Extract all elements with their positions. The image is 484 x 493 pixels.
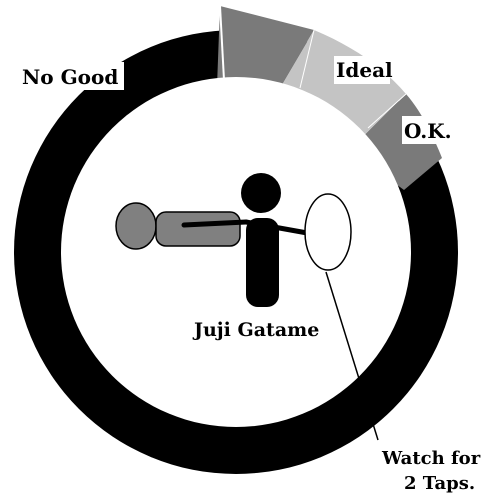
ideal-label-box: Ideal [334,56,393,84]
ok-label: O.K. [404,119,452,143]
no-good-label-box: No Good [18,62,124,90]
note-line-1: Watch for [381,448,481,469]
figure-body [246,218,279,307]
figure-head [241,173,281,213]
partner-head [116,203,156,249]
partner-body [156,212,240,246]
extended-arm [184,222,246,225]
note-line-2: 2 Taps. [404,473,475,493]
no-good-label: No Good [22,65,118,89]
ok-label-box: O.K. [402,116,452,144]
ideal-label: Ideal [336,58,393,82]
tap-watch-ellipse [305,194,351,270]
technique-label: Juji Gatame [192,319,319,341]
